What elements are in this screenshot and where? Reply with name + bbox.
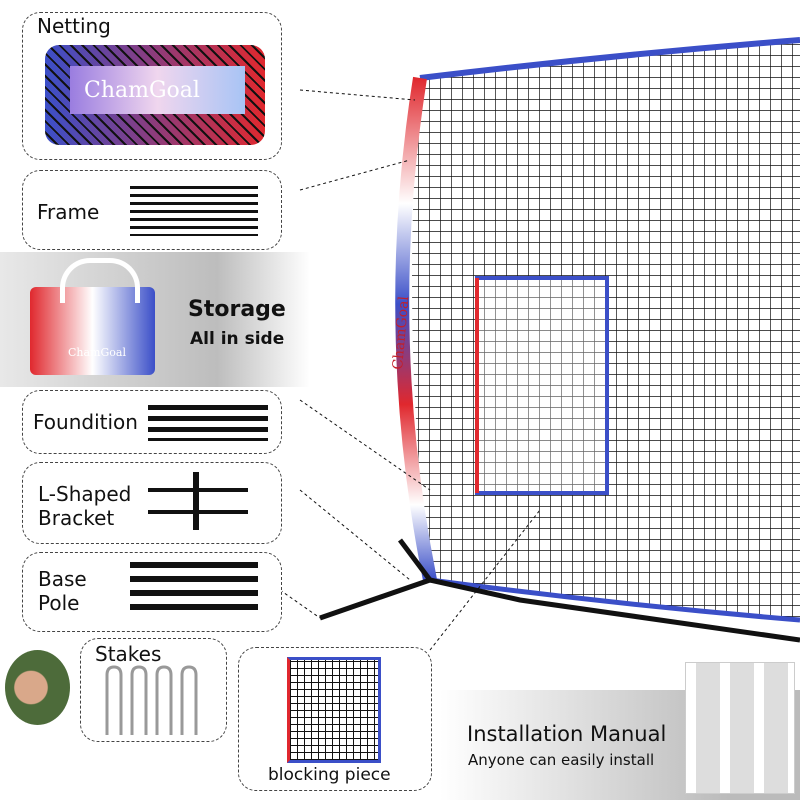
- stakes-image: [105, 665, 198, 735]
- stake-in-ground-photo: [5, 650, 70, 725]
- bracket-label-line2: Bracket: [38, 506, 115, 530]
- netting-label: Netting: [37, 14, 111, 38]
- stakes-box: [80, 638, 227, 742]
- pole-brand-text: ChamGoal: [390, 295, 412, 370]
- netting-brand-text: ChamGoal: [84, 78, 200, 103]
- bag-handle: [60, 258, 140, 303]
- base-pole-image: [130, 562, 258, 618]
- bag-brand-text: ChamGoal: [68, 346, 126, 359]
- bracket-upright: [193, 472, 199, 530]
- frame-poles-image: [130, 186, 258, 236]
- foundation-label: Foundition: [33, 410, 138, 434]
- stakes-label: Stakes: [95, 642, 162, 666]
- base-pole-label-line1: Base: [38, 567, 87, 591]
- blocking-piece-image: [287, 657, 381, 763]
- manual-image: [685, 662, 795, 794]
- netting-band: [70, 66, 245, 114]
- storage-title: Storage: [188, 297, 286, 322]
- bracket-label-line1: L-Shaped: [38, 482, 132, 506]
- blocking-piece-label: blocking piece: [268, 765, 391, 785]
- base-pole-label-line2: Pole: [38, 591, 80, 615]
- foundation-image: [148, 405, 268, 441]
- manual-subtitle: Anyone can easily install: [468, 751, 655, 769]
- manual-title: Installation Manual: [467, 722, 667, 746]
- storage-subtitle: All in side: [190, 329, 285, 349]
- frame-label: Frame: [37, 200, 100, 224]
